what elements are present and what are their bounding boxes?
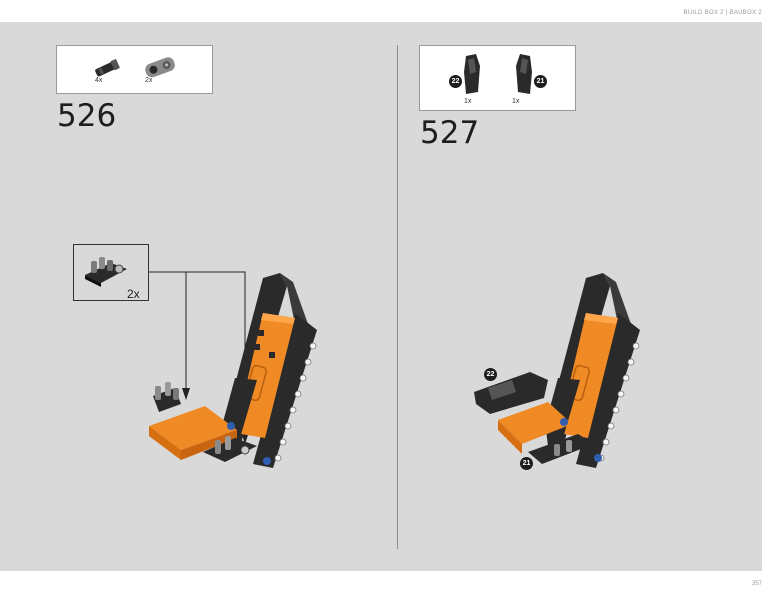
page-number: 357: [751, 581, 762, 587]
step-number-527: 527: [420, 115, 480, 151]
header-label: BUILD BOX 2 | BAUBOX 2: [683, 10, 762, 16]
part-qty-axle-connector: 2x: [145, 77, 153, 84]
axle-connector-part: [145, 57, 175, 78]
marker-21: 21: [534, 75, 547, 88]
panel-part-21: [516, 54, 532, 94]
step-divider: [397, 45, 398, 549]
axle-pin-part: [95, 59, 120, 77]
marker-22-model: 22: [484, 368, 497, 381]
step-number-526: 526: [57, 98, 117, 134]
callout-qty: 2x: [127, 287, 140, 301]
marker-22: 22: [449, 75, 462, 88]
parts-box-526: 4x 2x: [56, 45, 213, 94]
part-qty-21: 1x: [512, 98, 520, 105]
part-qty-22: 1x: [464, 98, 472, 105]
seat-model-527: [474, 273, 640, 468]
panel-part-22: [464, 54, 480, 94]
part-qty-axle-pin: 4x: [95, 77, 103, 84]
parts-box-527: 22 1x 21 1x: [419, 45, 576, 111]
sub-assembly-part: [85, 257, 127, 287]
seat-model-526: [149, 273, 317, 468]
marker-21-model: 21: [520, 457, 533, 470]
sub-assembly-callout: 2x: [73, 244, 149, 301]
